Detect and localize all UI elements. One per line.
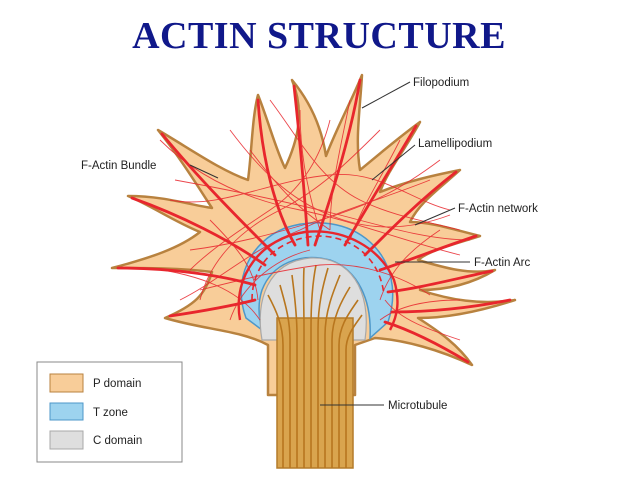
- legend-label-c-domain: C domain: [93, 435, 142, 447]
- label-f-actin-network: F-Actin network: [458, 203, 538, 215]
- legend-label-t-zone: T zone: [93, 407, 128, 419]
- legend-swatch-c-domain: [49, 430, 84, 450]
- label-f-actin-bundle: F-Actin Bundle: [81, 160, 156, 172]
- legend-swatch-p-domain: [49, 373, 84, 393]
- label-filopodium: Filopodium: [413, 77, 469, 89]
- axon-shaft: [276, 317, 354, 469]
- page-title: ACTIN STRUCTURE: [132, 15, 506, 57]
- leader-lines: [189, 81, 470, 406]
- label-microtubule: Microtubule: [388, 400, 447, 412]
- legend: P domain T zone C domain: [36, 361, 183, 463]
- label-f-actin-arc: F-Actin Arc: [474, 257, 530, 269]
- legend-swatch-t-zone: [49, 402, 84, 421]
- legend-label-p-domain: P domain: [93, 378, 141, 390]
- microtubule-bundle: [267, 264, 363, 468]
- f-actin-arc: [237, 230, 399, 331]
- label-lamellipodium: Lamellipodium: [418, 138, 492, 150]
